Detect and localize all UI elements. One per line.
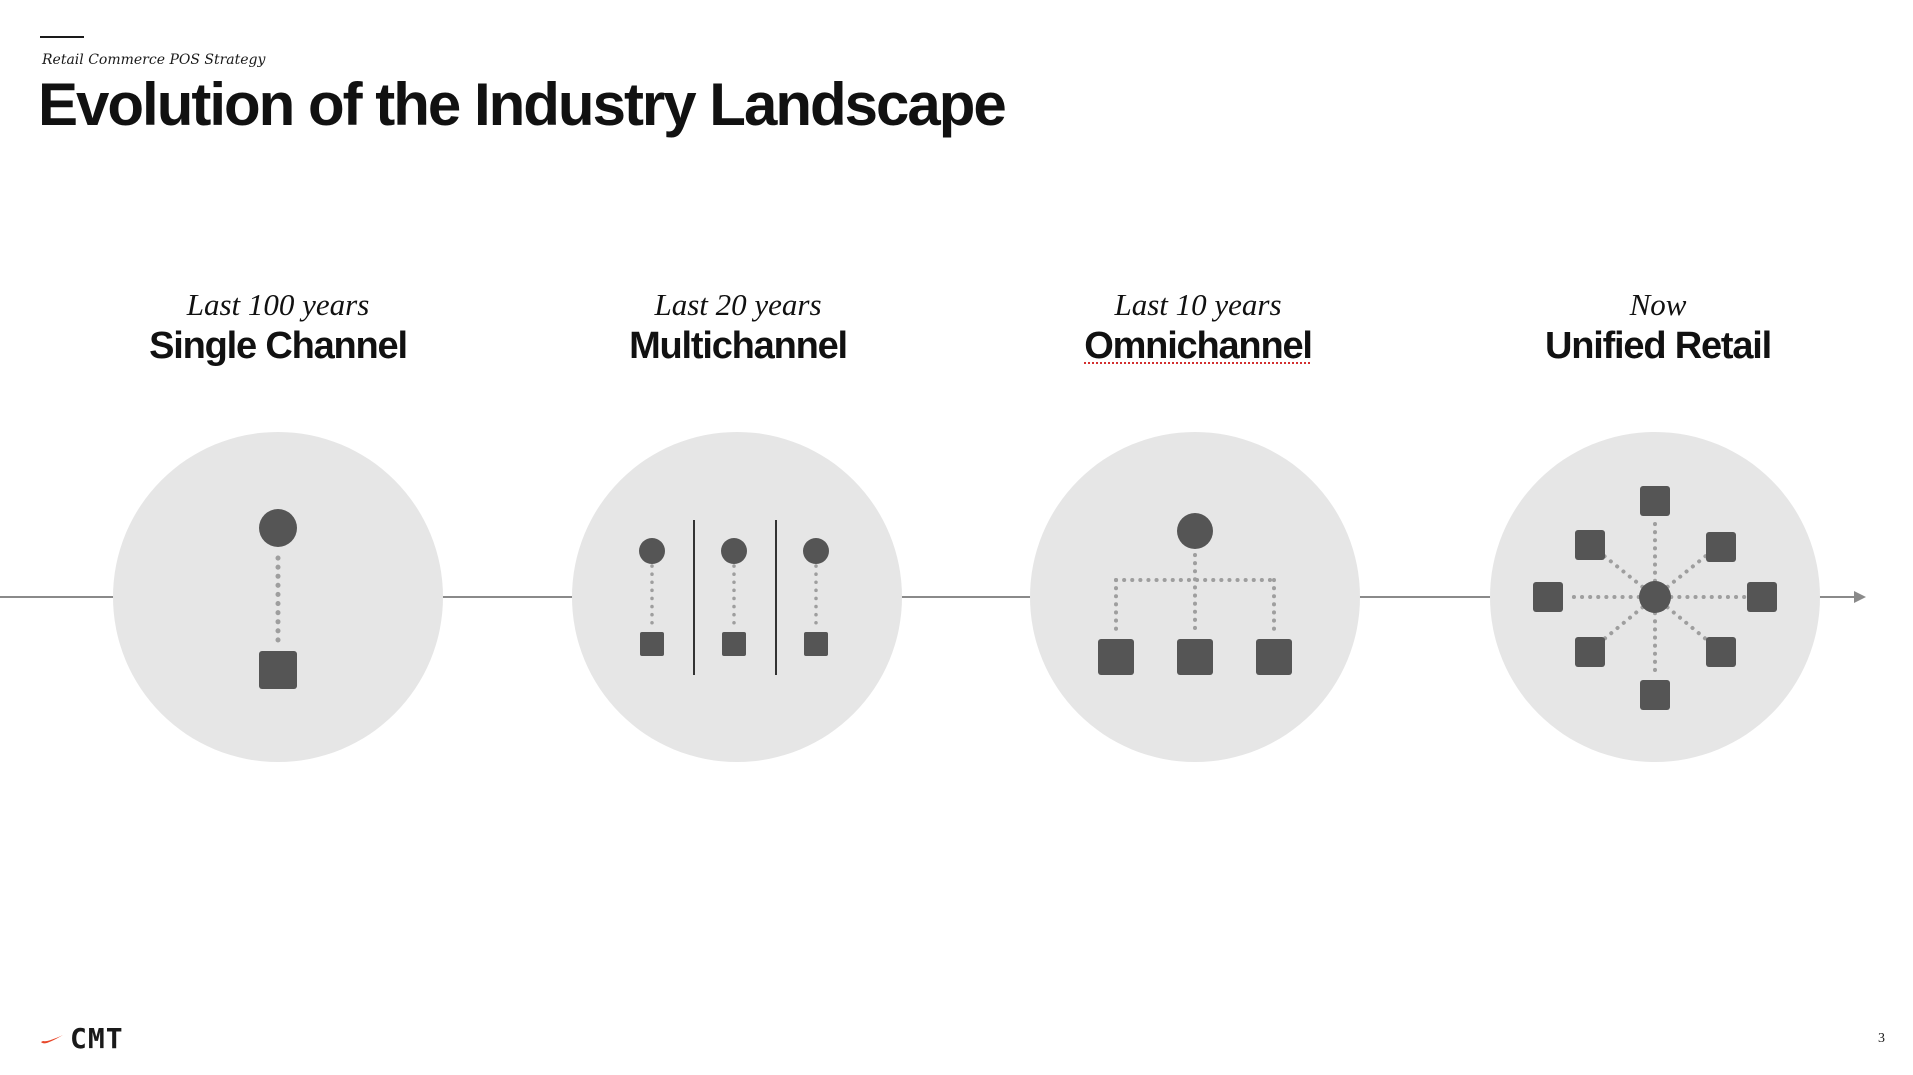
page-number: 3: [1878, 1031, 1885, 1046]
stage-circle-multichannel: [572, 432, 902, 762]
multichannel-icon: [639, 520, 829, 675]
stage-name: Single Channel: [149, 325, 408, 367]
stage-label-multichannel: Last 20 years Multichannel: [508, 286, 968, 368]
company-logo: CMT: [40, 1022, 124, 1055]
stage-period: Last 100 years: [186, 287, 370, 322]
slide-title: Evolution of the Industry Landscape: [38, 71, 1007, 138]
stage-period: Last 20 years: [654, 287, 822, 322]
stage-name: Multichannel: [629, 325, 848, 367]
timeline-arrow-icon: [1854, 591, 1866, 603]
omnichannel-icon: [1098, 513, 1292, 675]
stage-name: Unified Retail: [1544, 325, 1772, 367]
stage-name: Omnichannel: [1084, 325, 1313, 367]
top-rule: [40, 36, 84, 38]
single-channel-icon: [259, 509, 297, 689]
stage-period: Now: [1629, 287, 1687, 322]
slide-subtitle: Retail Commerce POS Strategy: [42, 52, 266, 68]
stage-label-single-channel: Last 100 years Single Channel: [48, 286, 508, 368]
stage-label-unified-retail: Now Unified Retail: [1428, 286, 1888, 368]
unified-retail-icon: [1533, 486, 1777, 710]
logo-text: CMT: [70, 1022, 124, 1055]
stage-period: Last 10 years: [1114, 287, 1282, 322]
swoosh-icon: [41, 1034, 63, 1043]
stage-label-omnichannel: Last 10 years Omnichannel: [968, 286, 1428, 368]
